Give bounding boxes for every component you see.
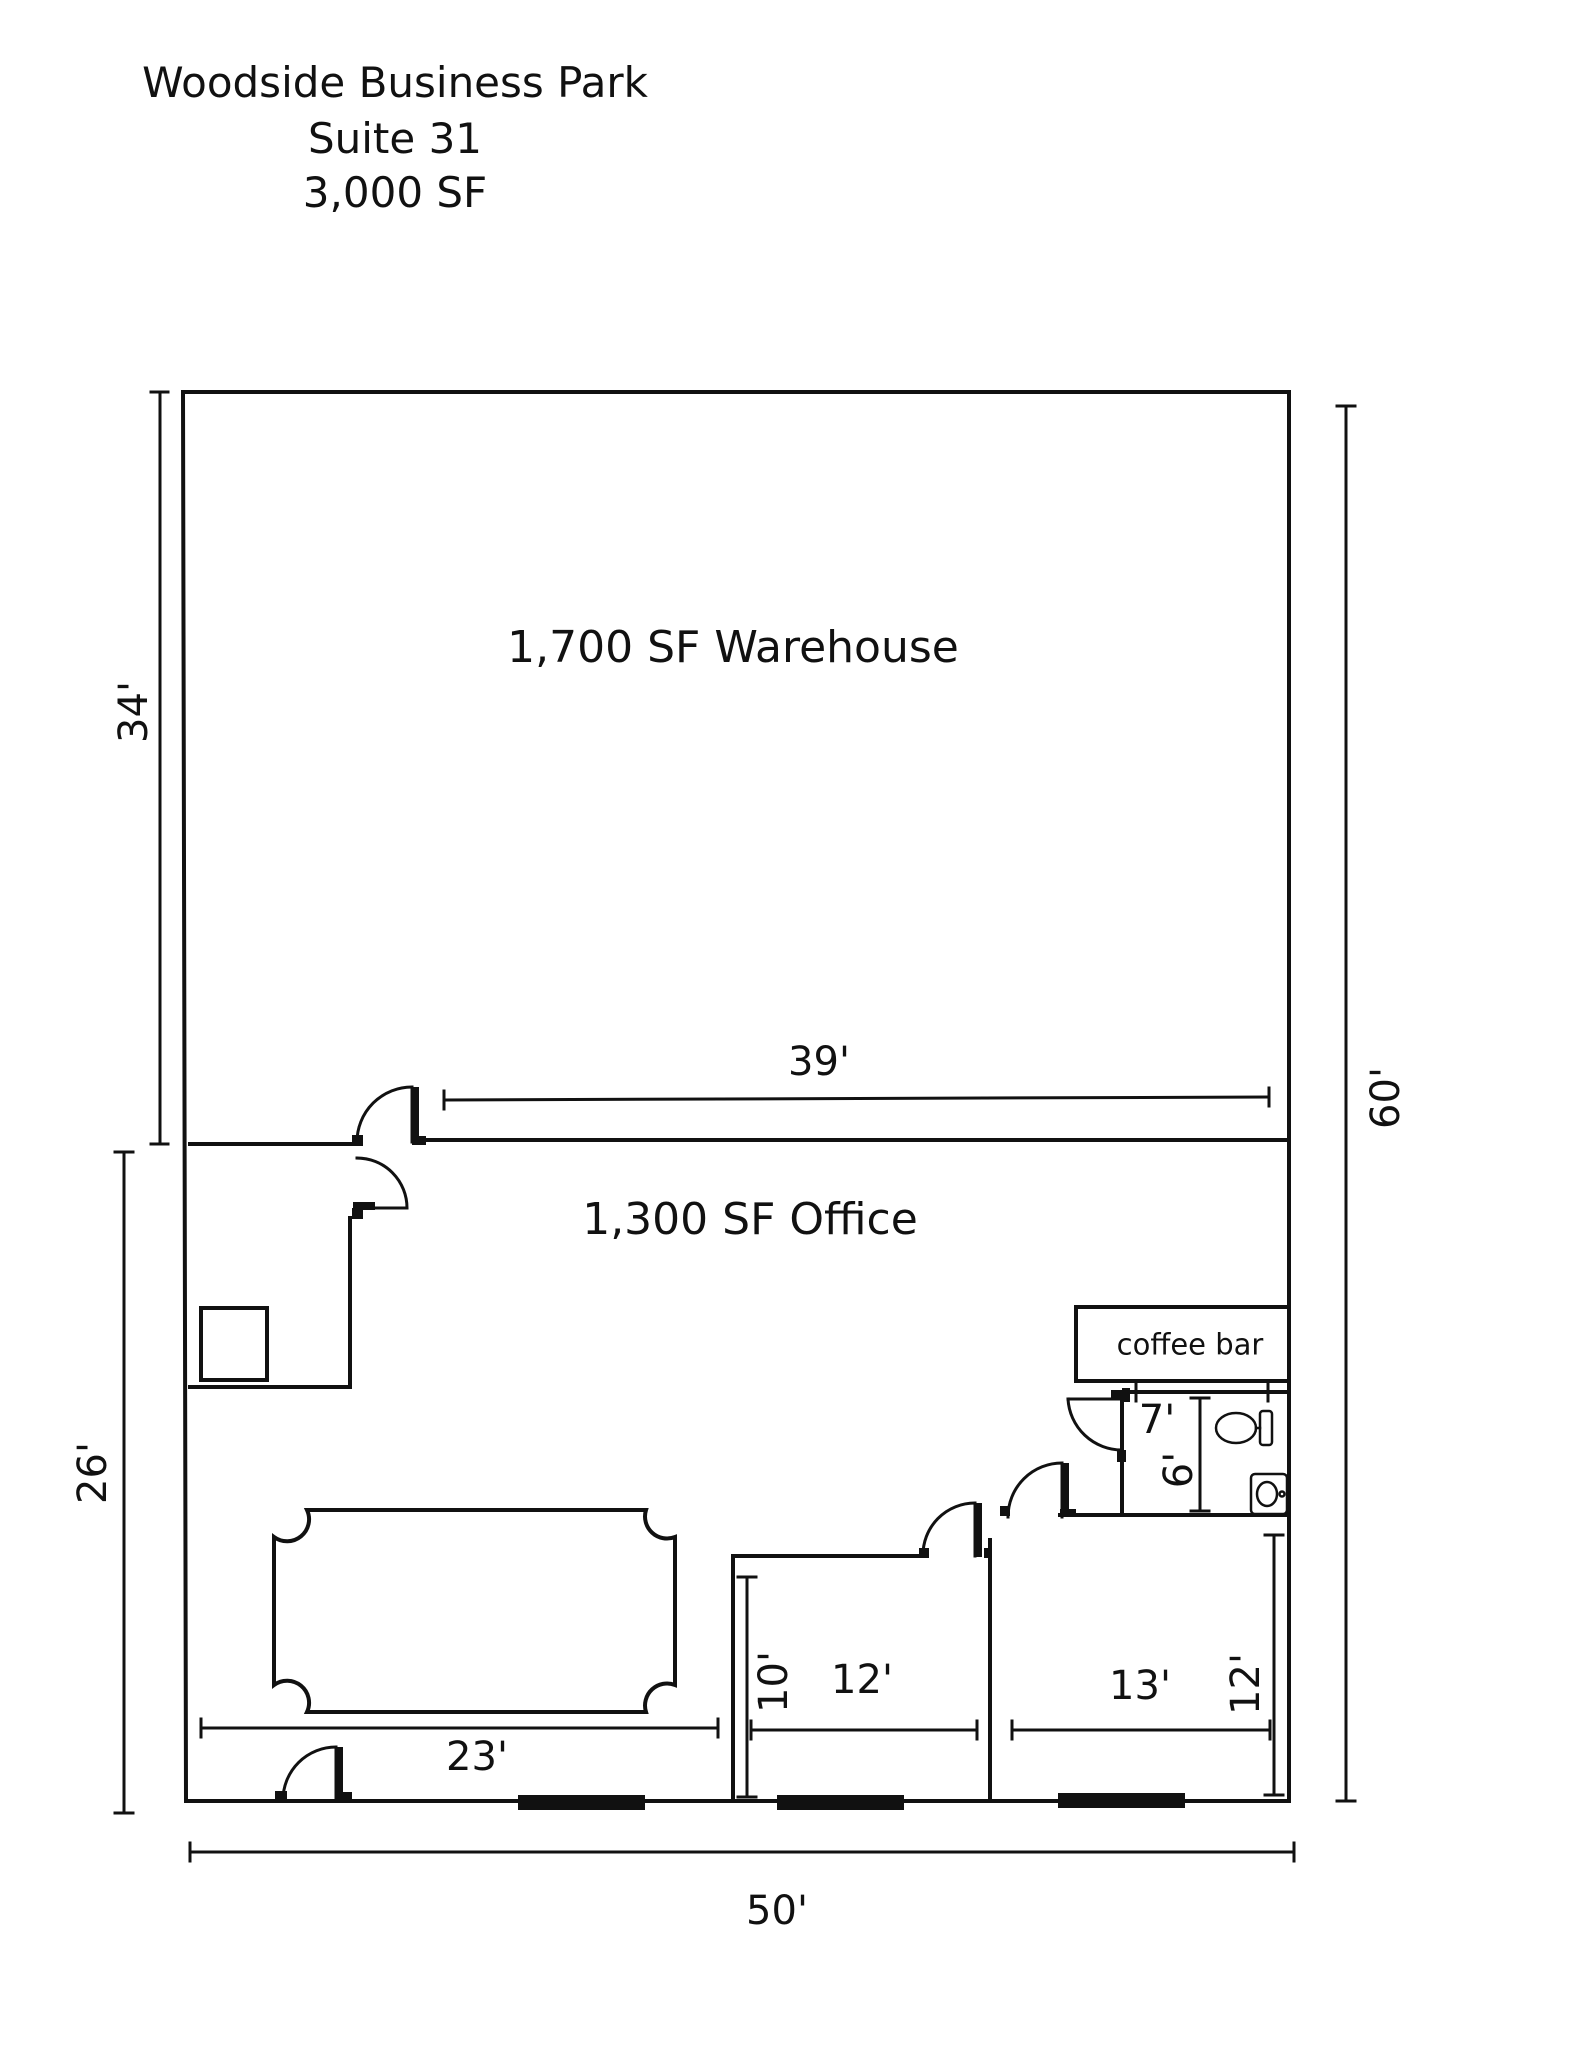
window-icon [518, 1793, 1185, 1810]
dim-label-total-width: 50' [746, 1888, 808, 1934]
title-suite: Suite 31 [307, 114, 483, 163]
coffee-bar-counter [1074, 1305, 1291, 1383]
room-label-warehouse: 1,700 SF Warehouse [507, 622, 959, 673]
title-property-name: Woodside Business Park [142, 58, 648, 107]
dim-label-office2-depth: 12' [1223, 1653, 1269, 1715]
dim-label-office-depth: 26' [70, 1442, 116, 1504]
dim-label-restroom-width: 7' [1138, 1397, 1176, 1443]
dim-label-total-depth: 60' [1363, 1067, 1409, 1129]
title-square-footage: 3,000 SF [302, 168, 488, 217]
room-label-coffee-bar: coffee bar [1116, 1327, 1264, 1362]
dim-label-office2-width: 13' [1109, 1663, 1171, 1709]
dim-label-office1-depth: 10' [751, 1651, 797, 1713]
door-jambs [275, 1087, 1130, 1801]
dim-label-office1-width: 12' [831, 1657, 893, 1703]
utility-box [199, 1306, 269, 1382]
dim-label-conference-width: 23' [446, 1734, 508, 1780]
dim-label-warehouse-inner-width: 39' [788, 1039, 850, 1085]
room-label-office: 1,300 SF Office [582, 1194, 918, 1245]
toilet-icon [1214, 1409, 1274, 1447]
exterior-wall-left [180, 389, 189, 1804]
conference-table [272, 1508, 677, 1714]
dim-label-warehouse-depth: 34' [111, 681, 157, 743]
dimension-lines [113, 390, 1357, 1863]
dim-label-restroom-depth: 6' [1156, 1451, 1202, 1489]
sink-icon [1249, 1472, 1289, 1516]
